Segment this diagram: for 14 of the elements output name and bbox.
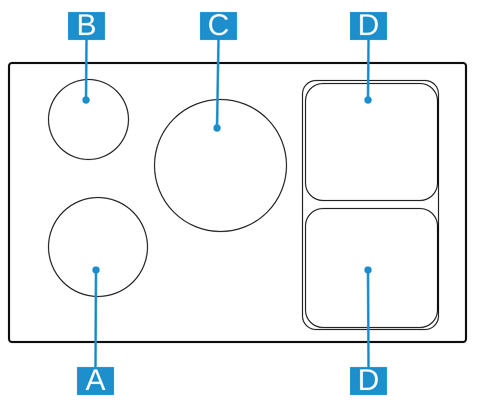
label-tag: D <box>350 12 387 40</box>
square-zone <box>305 208 438 328</box>
leader-line <box>82 40 90 104</box>
leader-line <box>364 266 372 367</box>
label-tag: C <box>200 12 237 40</box>
label-tag: A <box>77 367 114 395</box>
square-zone <box>305 83 438 201</box>
label-tag: B <box>68 12 105 40</box>
label-tag: D <box>350 367 387 395</box>
flex-zone-outline <box>302 80 439 330</box>
leader-line <box>92 266 100 367</box>
leader-line <box>213 40 221 132</box>
leader-line <box>364 40 372 104</box>
cooktop-outline <box>8 62 467 343</box>
